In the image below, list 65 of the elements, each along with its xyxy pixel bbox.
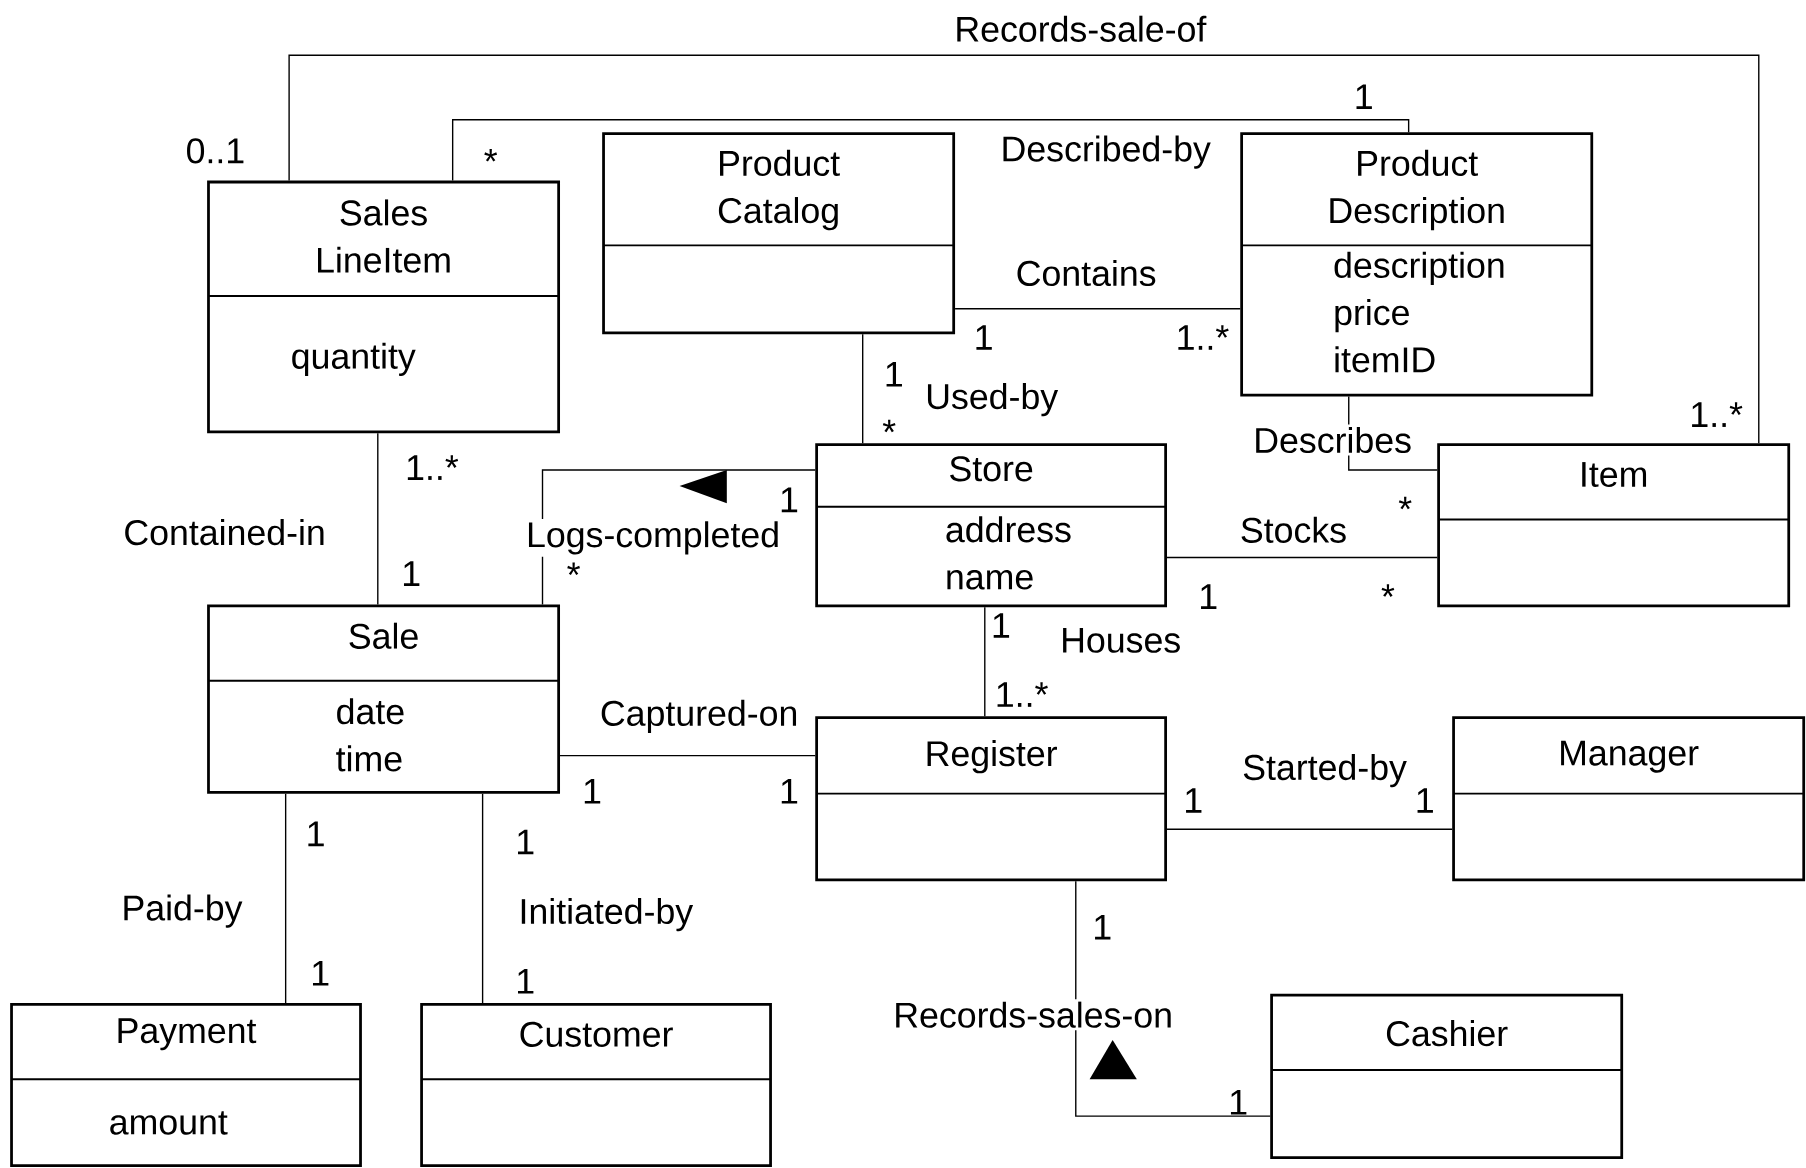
edge-label: Initiated-by: [516, 895, 696, 934]
edge-label: Captured-on: [597, 697, 801, 736]
multiplicity-label: 1: [1356, 84, 1372, 110]
multiplicity-label: 1: [781, 779, 798, 804]
edge-label: Paid-by: [119, 892, 245, 931]
class-box: Manager: [1452, 716, 1806, 882]
multiplicity-label: 1: [518, 829, 534, 855]
class-box: Cashier: [1270, 993, 1624, 1159]
edge-label: Stocks: [1237, 514, 1350, 546]
association-line: [862, 333, 864, 444]
multiplicity-label: *: [1398, 496, 1412, 510]
multiplicity-label: *: [1381, 584, 1395, 597]
association-line: [984, 606, 986, 717]
multiplicity-label: 1..*: [1178, 325, 1229, 350]
class-box: Sales LineItem quantity: [207, 180, 560, 434]
multiplicity-label: 1..*: [407, 455, 459, 480]
edge-label: Describes: [1250, 424, 1415, 456]
association-line: [452, 119, 1410, 182]
class-box: Customer: [420, 1003, 772, 1168]
multiplicity-label: 1: [1230, 1090, 1247, 1115]
multiplicity-label: 1: [313, 961, 329, 986]
multiplicity-label: 1: [584, 779, 601, 804]
multiplicity-label: 1: [518, 969, 534, 994]
multiplicity-label: 1: [1417, 788, 1433, 813]
association-line: [559, 754, 816, 757]
multiplicity-label: 1: [308, 821, 324, 847]
class-box: Item: [1437, 443, 1791, 608]
multiplicity-label: 0..1: [187, 138, 244, 164]
class-box: Sale date time: [207, 604, 560, 794]
class-box: Register: [815, 716, 1167, 882]
edge-label: Records-sale-of: [952, 13, 1209, 45]
class-box: Product Catalog: [602, 132, 956, 335]
association-line: [284, 793, 287, 1004]
association-line: [954, 308, 1241, 310]
edge-label: Contained-in: [121, 516, 329, 548]
edge-label: Described-by: [998, 133, 1214, 172]
association-line: [1166, 828, 1453, 831]
association-line: [1166, 556, 1438, 559]
edge-label: Contains: [1013, 257, 1159, 289]
association-line: [541, 469, 816, 606]
edge-label: Logs-completed: [523, 519, 783, 557]
multiplicity-label: *: [484, 149, 498, 162]
multiplicity-label: 1: [886, 362, 902, 387]
class-box: Payment amount: [10, 1003, 362, 1168]
multiplicity-label: 1: [993, 613, 1010, 638]
edge-label: Records-sales-on: [890, 999, 1176, 1031]
multiplicity-label: 1..*: [997, 682, 1048, 707]
multiplicity-label: 1..*: [1692, 402, 1743, 427]
multiplicity-label: 1: [1186, 788, 1202, 813]
association-line: [1075, 880, 1271, 1117]
multiplicity-label: 1: [404, 561, 420, 586]
multiplicity-label: *: [567, 562, 580, 576]
association-line: [481, 793, 484, 1004]
multiplicity-label: 1: [781, 487, 798, 513]
multiplicity-label: *: [882, 419, 896, 433]
edge-label: Started-by: [1239, 751, 1410, 790]
edge-label: Used-by: [922, 380, 1061, 419]
class-box: Product Description description price itemID: [1240, 132, 1594, 397]
association-line: [288, 54, 1760, 444]
class-box: Store address name: [815, 443, 1167, 608]
edge-label: Houses: [1057, 625, 1184, 656]
multiplicity-label: 1: [1201, 584, 1217, 609]
multiplicity-label: 1: [976, 325, 992, 350]
association-line: [377, 432, 379, 606]
multiplicity-label: 1: [1095, 914, 1111, 940]
